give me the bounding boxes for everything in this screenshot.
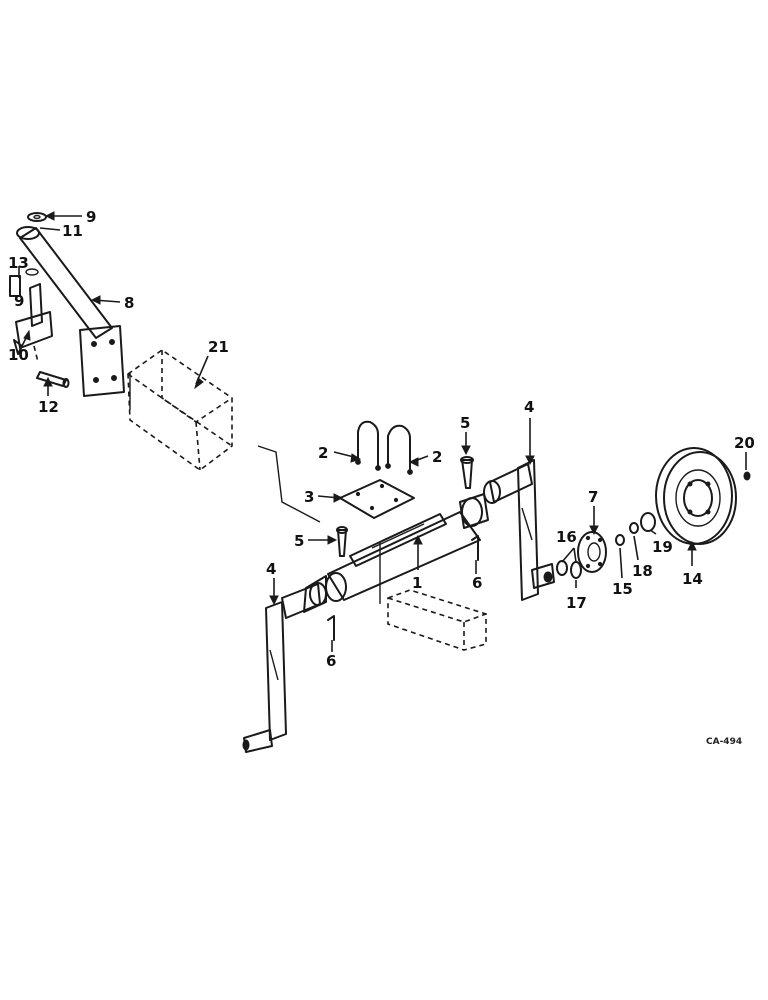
callout-4: 4	[524, 398, 534, 416]
callout-19: 19	[652, 538, 673, 556]
callout-1: 1	[412, 574, 422, 592]
hitch-mast-part	[16, 226, 125, 397]
callout-9: 9	[14, 292, 24, 310]
callout-8: 8	[124, 294, 134, 312]
sleeve-tube-part	[459, 493, 489, 529]
callout-14: 14	[682, 570, 703, 588]
callout-3: 3	[304, 488, 314, 506]
hub-cap-part	[640, 512, 656, 532]
callout-6: 6	[326, 652, 336, 670]
cotter-pin-part	[327, 615, 335, 641]
callout-10: 10	[8, 346, 29, 364]
washer-part	[27, 212, 47, 222]
callout-12: 12	[38, 398, 59, 416]
callout-20: 20	[734, 434, 755, 452]
callout-11: 11	[62, 222, 83, 240]
drawing-code: CA-494	[706, 737, 742, 747]
u-bolt-part	[355, 420, 413, 475]
valve-stem-part	[743, 471, 751, 481]
callout-16: 16	[556, 528, 577, 546]
square-tube-part	[127, 349, 233, 471]
callout-17: 17	[566, 594, 587, 612]
callout-labels: 1 2 2 3 4 4 5 5 6 6 7 8 9 9 10 11 12 13 …	[8, 208, 755, 670]
callout-21: 21	[208, 338, 229, 356]
callout-2: 2	[432, 448, 442, 466]
callout-2: 2	[318, 444, 328, 462]
clamp-plate-part	[339, 479, 415, 519]
clevis-pin-part	[36, 371, 70, 388]
callout-4: 4	[266, 560, 276, 578]
callout-5: 5	[294, 532, 304, 550]
callout-7: 7	[588, 488, 598, 506]
spindle-arm-right-part	[483, 459, 555, 601]
pin-part	[25, 268, 39, 276]
washer-part	[615, 534, 625, 546]
bolt-part	[460, 456, 474, 489]
spindle-arm-left-part	[242, 582, 327, 753]
wheel-rim-part	[655, 447, 737, 545]
callout-15: 15	[612, 580, 633, 598]
clevis-part	[9, 275, 53, 363]
beam-block-part	[387, 589, 487, 651]
callout-5: 5	[460, 414, 470, 432]
main-beam-part	[325, 511, 481, 602]
alignment-lines	[257, 445, 381, 604]
bolt-part	[336, 526, 348, 557]
callout-13: 13	[8, 254, 29, 272]
lug-nut-part	[629, 522, 639, 534]
callout-9: 9	[86, 208, 96, 226]
spindle-nut-part	[556, 560, 582, 579]
callout-18: 18	[632, 562, 653, 580]
callout-6: 6	[472, 574, 482, 592]
cotter-pin-part	[471, 535, 479, 561]
leader-lines	[18, 211, 747, 652]
wheel-hub-part	[577, 531, 607, 573]
